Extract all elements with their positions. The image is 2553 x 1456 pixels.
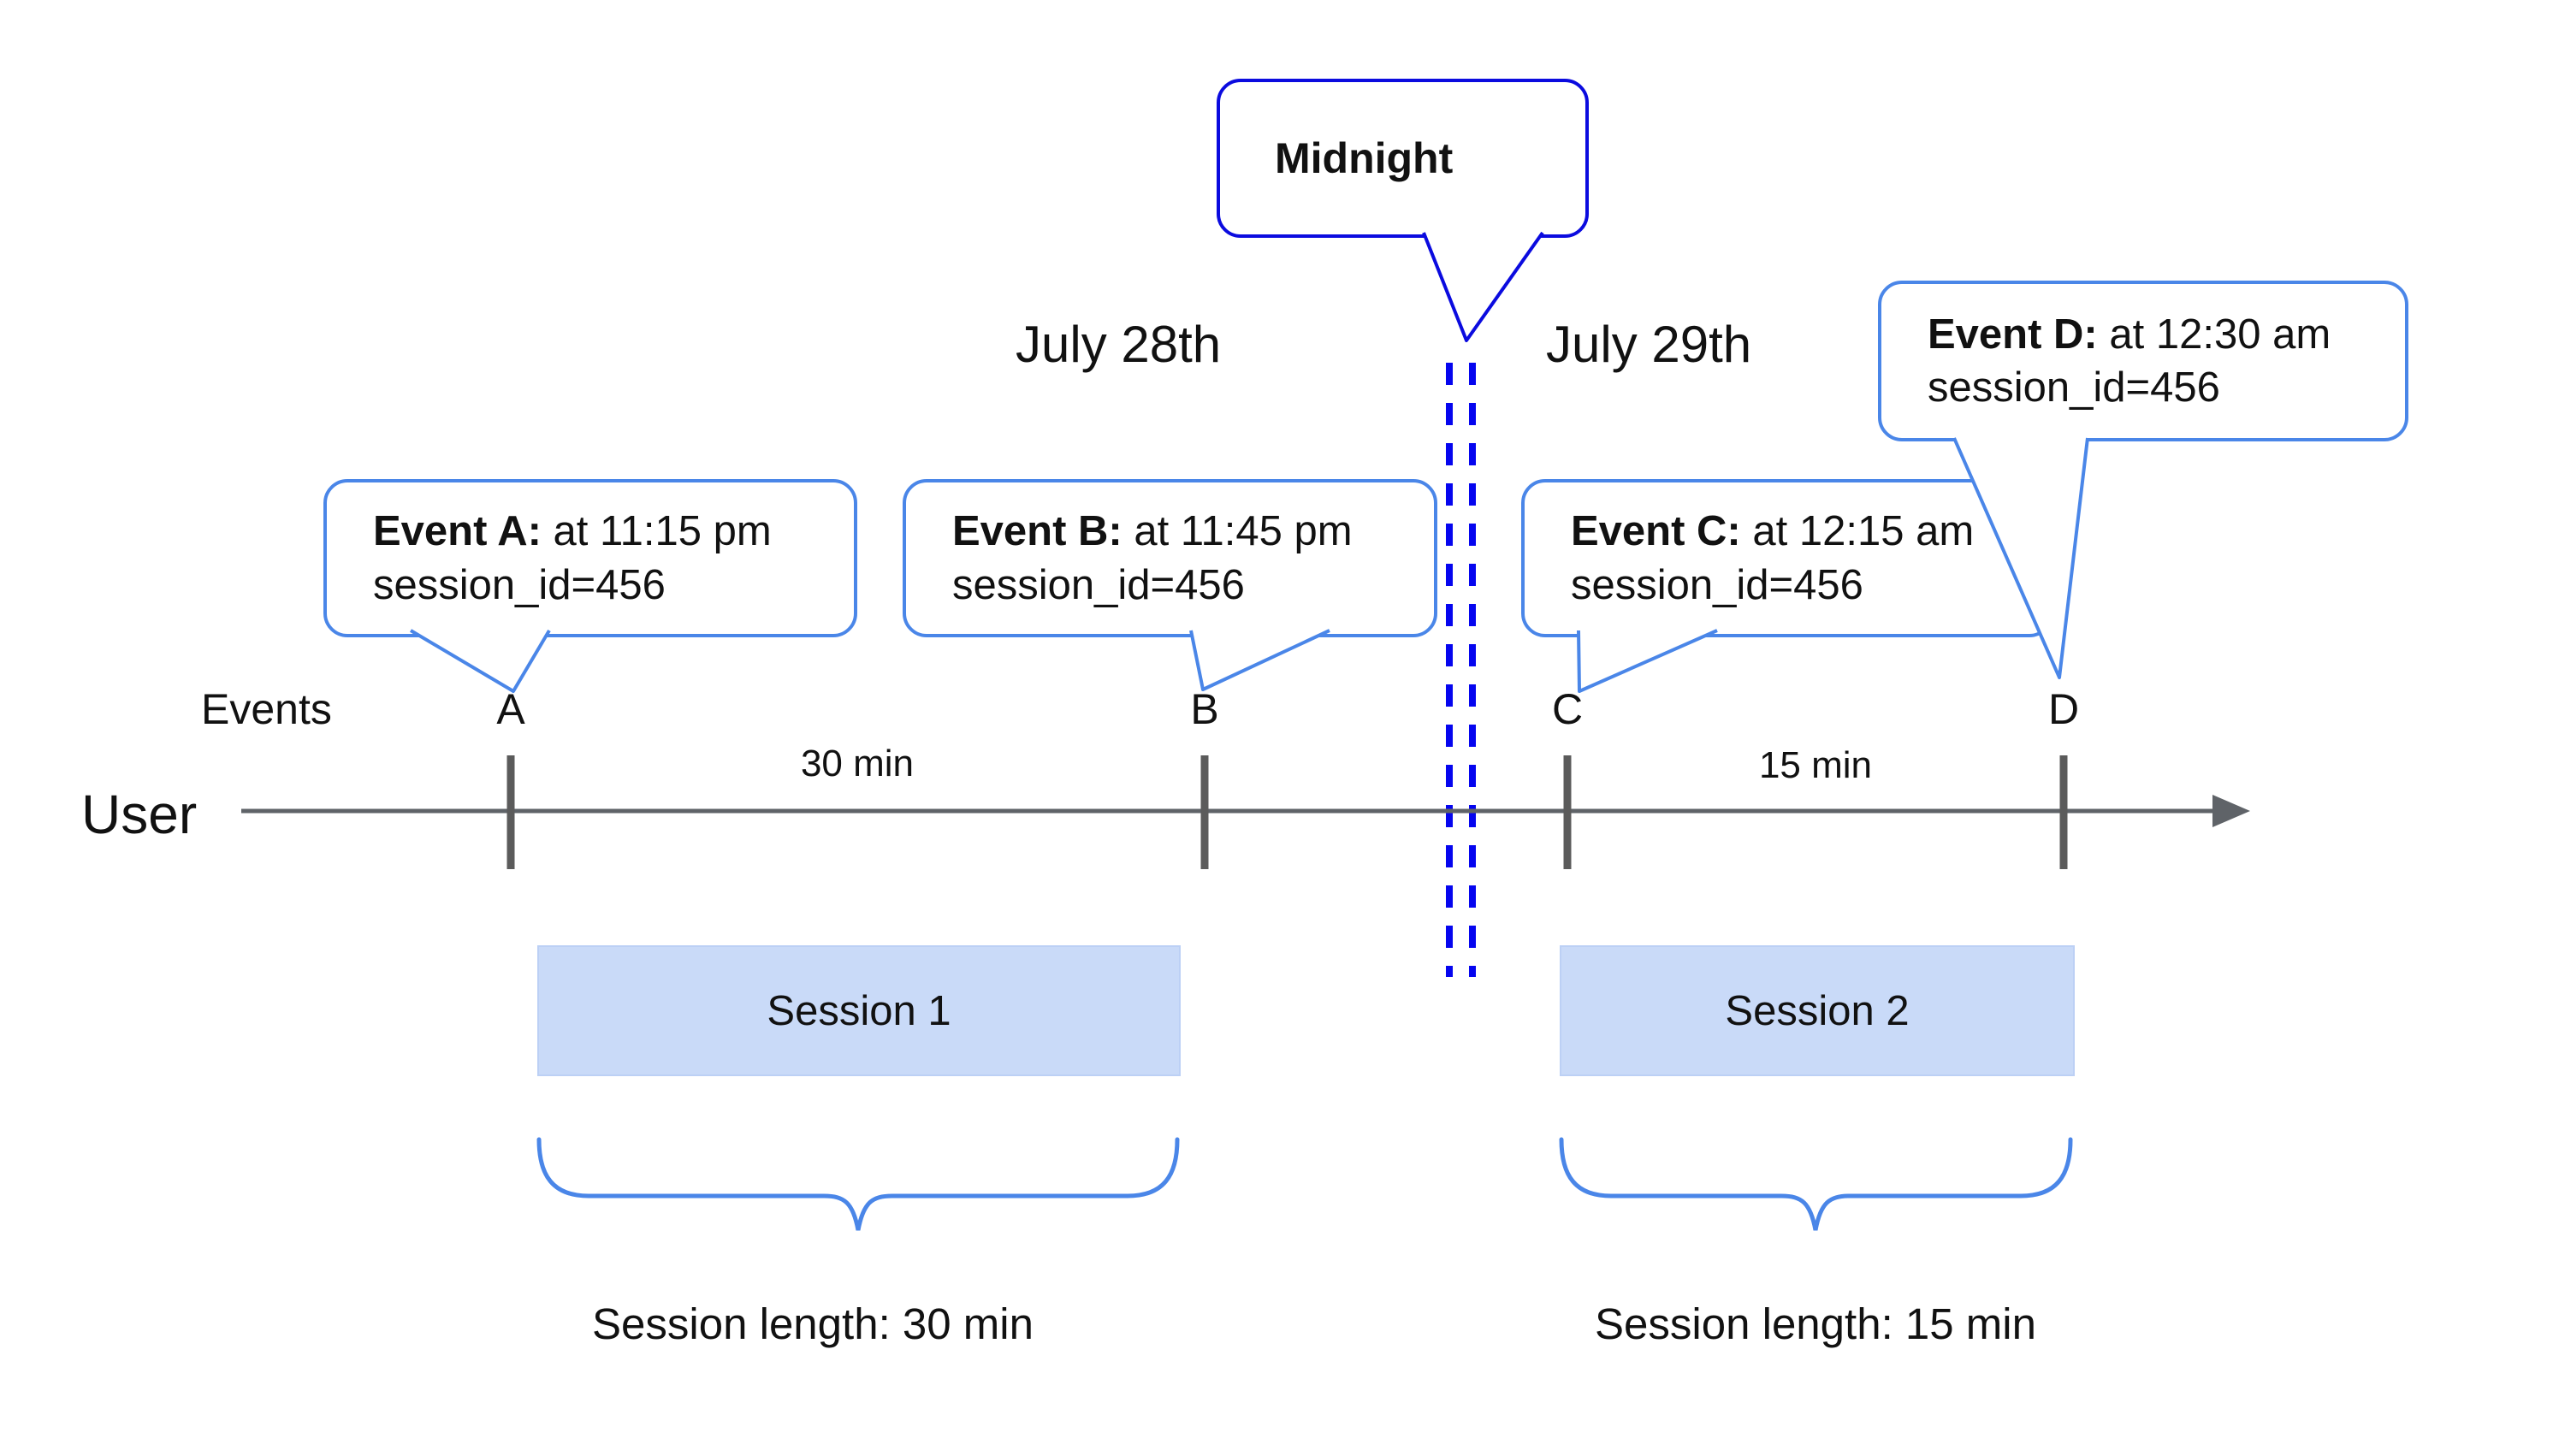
event-d-callout: Event D: at 12:30 am session_id=456	[1878, 281, 2408, 441]
session2-label: Session 2	[1725, 987, 1910, 1034]
tick-label-d: D	[2047, 685, 2080, 733]
session1-label: Session 1	[767, 987, 951, 1034]
session1-length-label: Session length: 30 min	[592, 1299, 1034, 1348]
event-c-line1: Event C: at 12:15 am	[1571, 508, 1975, 555]
event-a-callout-tail	[409, 629, 551, 693]
midnight-label: Midnight	[1275, 134, 1454, 182]
event-b-callout: Event B: at 11:45 pm session_id=456	[903, 479, 1437, 637]
midnight-callout: Midnight	[1217, 79, 1589, 238]
date-label-july-28: July 28th	[1016, 316, 1222, 373]
event-c-line2: session_id=456	[1571, 561, 1863, 608]
event-a-line1: Event A: at 11:15 pm	[373, 508, 772, 555]
event-a-line2: session_id=456	[373, 561, 666, 608]
tick-label-c: C	[1551, 685, 1584, 733]
midnight-callout-tail	[1422, 231, 1544, 342]
event-d-line1: Event D: at 12:30 am	[1928, 311, 2331, 358]
event-b-callout-tail	[1189, 629, 1330, 691]
event-b-line2: session_id=456	[952, 561, 1245, 608]
date-label-july-29: July 29th	[1546, 316, 1752, 373]
interval-label-15min: 15 min	[1758, 744, 1873, 786]
tick-label-a: A	[496, 685, 525, 733]
session1-box: Session 1	[537, 945, 1181, 1076]
interval-label-30min: 30 min	[800, 743, 915, 784]
timeline-arrowhead-icon	[2212, 795, 2250, 827]
session2-box: Session 2	[1560, 945, 2075, 1076]
event-c-callout-tail	[1577, 629, 1718, 693]
event-d-line2: session_id=456	[1928, 364, 2220, 411]
tick-label-b: B	[1190, 685, 1219, 733]
events-row-label: Events	[201, 685, 332, 733]
session2-brace	[1559, 1137, 2073, 1231]
event-a-callout: Event A: at 11:15 pm session_id=456	[323, 479, 857, 637]
user-axis-label: User	[81, 784, 198, 845]
event-c-callout: Event C: at 12:15 am session_id=456	[1521, 479, 2053, 637]
session1-brace	[536, 1137, 1180, 1231]
event-b-line1: Event B: at 11:45 pm	[952, 508, 1353, 555]
session2-length-label: Session length: 15 min	[1595, 1299, 2036, 1348]
